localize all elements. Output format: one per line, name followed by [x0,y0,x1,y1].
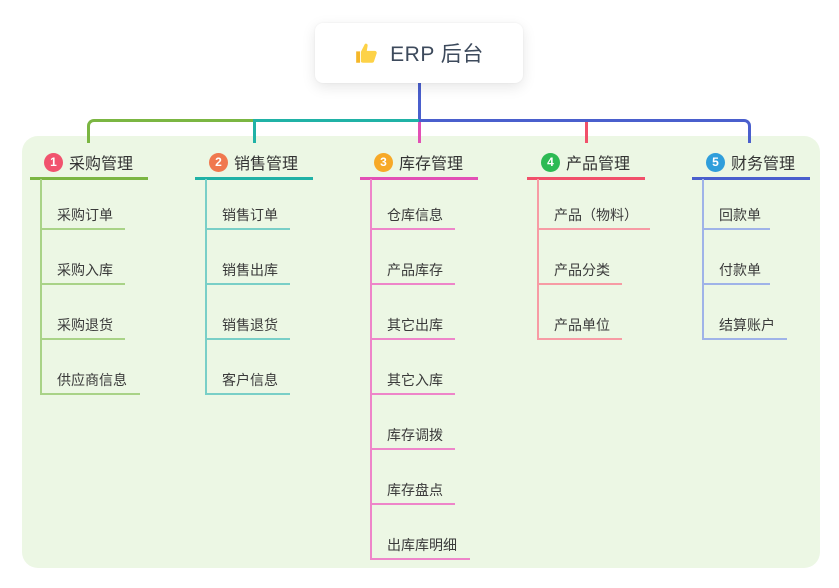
child-connector-line [205,393,290,395]
branch-number-badge: 2 [209,152,228,172]
branches-panel [22,136,820,568]
child-node[interactable]: 付款单 [719,262,761,278]
child-node[interactable]: 销售出库 [222,262,278,278]
branch-underline [692,177,810,180]
branch-underline [30,177,148,180]
child-connector-line [40,338,125,340]
branch-trunk-line [537,179,539,340]
child-connector-line [370,558,470,560]
child-connector-line [205,338,290,340]
child-node[interactable]: 采购订单 [57,207,113,223]
child-connector-line [370,283,455,285]
child-node[interactable]: 供应商信息 [57,372,127,388]
root-node[interactable]: ERP 后台 [315,23,523,83]
branch-header-purchase[interactable]: 1 采购管理 [44,151,133,173]
branch-trunk-line [370,179,372,560]
child-node[interactable]: 其它入库 [387,372,443,388]
branch-number-badge: 5 [706,152,725,172]
child-node[interactable]: 结算账户 [719,317,775,333]
child-connector-line [370,338,455,340]
branch-number-badge: 3 [374,152,393,172]
child-node[interactable]: 产品分类 [554,262,610,278]
bus-line-blue [419,119,751,143]
child-connector-line [702,228,770,230]
child-node[interactable]: 其它出库 [387,317,443,333]
branch-underline [195,177,313,180]
child-connector-line [537,228,650,230]
branch-trunk-line [702,179,704,340]
child-connector-line [702,283,770,285]
child-node[interactable]: 采购退货 [57,317,113,333]
child-node[interactable]: 出库库明细 [387,537,457,553]
branch-underline [360,177,478,180]
child-node[interactable]: 库存调拨 [387,427,443,443]
branch-number-badge: 4 [541,152,560,172]
root-connector-line [418,83,421,121]
child-connector-line [205,283,290,285]
branch-underline [527,177,645,180]
thumbs-up-icon [354,40,380,66]
branch-header-finance[interactable]: 5 财务管理 [706,151,795,173]
branch-header-sales[interactable]: 2 销售管理 [209,151,298,173]
child-node[interactable]: 回款单 [719,207,761,223]
child-connector-line [537,283,622,285]
branch-label: 采购管理 [69,156,134,173]
child-connector-line [40,228,125,230]
branch-label: 库存管理 [399,156,464,173]
child-node[interactable]: 库存盘点 [387,482,443,498]
child-connector-line [370,393,455,395]
drop-line-inventory [418,122,421,143]
branch-trunk-line [205,179,207,395]
child-connector-line [40,393,140,395]
child-connector-line [537,338,622,340]
child-node[interactable]: 销售退货 [222,317,278,333]
child-node[interactable]: 仓库信息 [387,207,443,223]
branch-trunk-line [40,179,42,395]
root-label: ERP 后台 [390,43,484,66]
child-node[interactable]: 产品（物料） [554,207,638,223]
branch-header-product[interactable]: 4 产品管理 [541,151,630,173]
child-node[interactable]: 销售订单 [222,207,278,223]
child-node[interactable]: 产品单位 [554,317,610,333]
child-connector-line [40,283,125,285]
branch-number-badge: 1 [44,152,63,172]
child-node[interactable]: 产品库存 [387,262,443,278]
child-connector-line [205,228,290,230]
child-connector-line [370,448,455,450]
bus-line-teal [253,119,419,143]
branch-label: 产品管理 [566,156,631,173]
child-node[interactable]: 客户信息 [222,372,278,388]
branch-label: 销售管理 [234,156,299,173]
child-node[interactable]: 采购入库 [57,262,113,278]
bus-line-green [87,119,253,143]
branch-header-inventory[interactable]: 3 库存管理 [374,151,463,173]
child-connector-line [702,338,787,340]
child-connector-line [370,228,455,230]
drop-line-product [585,122,588,143]
child-connector-line [370,503,455,505]
branch-label: 财务管理 [731,156,796,173]
